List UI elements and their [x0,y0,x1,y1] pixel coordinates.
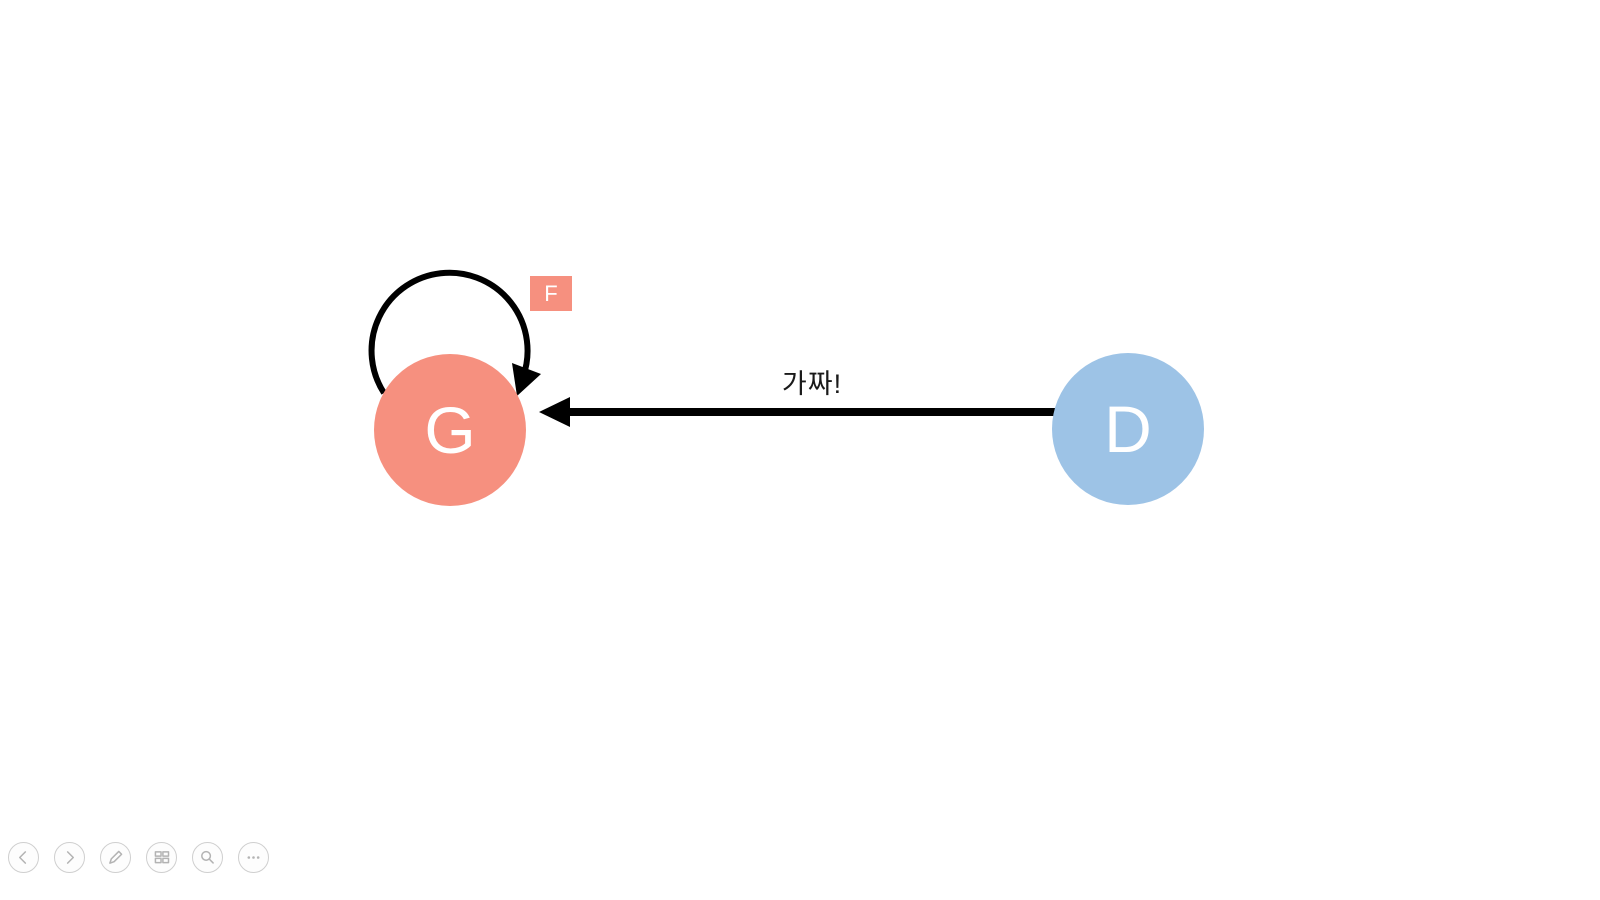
pen-icon [109,850,123,864]
node-generator-label: G [424,393,476,467]
previous-slide-icon [19,851,27,864]
next-slide-icon [66,851,74,864]
next-slide-button[interactable] [54,842,85,873]
see-all-slides-icon [154,851,170,864]
previous-slide-button[interactable] [8,842,39,873]
pen-tools-button[interactable] [100,842,131,873]
presenter-toolbar [8,842,269,873]
more-options-button[interactable] [238,842,269,873]
node-discriminator: D [1052,353,1204,505]
see-all-slides-button[interactable] [146,842,177,873]
self-loop-label-badge: F [530,276,572,311]
zoom-icon [201,850,214,864]
node-discriminator-label: D [1104,392,1152,466]
fake-arrow [539,397,1128,427]
zoom-button[interactable] [192,842,223,873]
edge-label-fake: 가짜! [781,369,843,399]
more-options-icon [247,856,260,859]
node-generator: G [374,354,526,506]
